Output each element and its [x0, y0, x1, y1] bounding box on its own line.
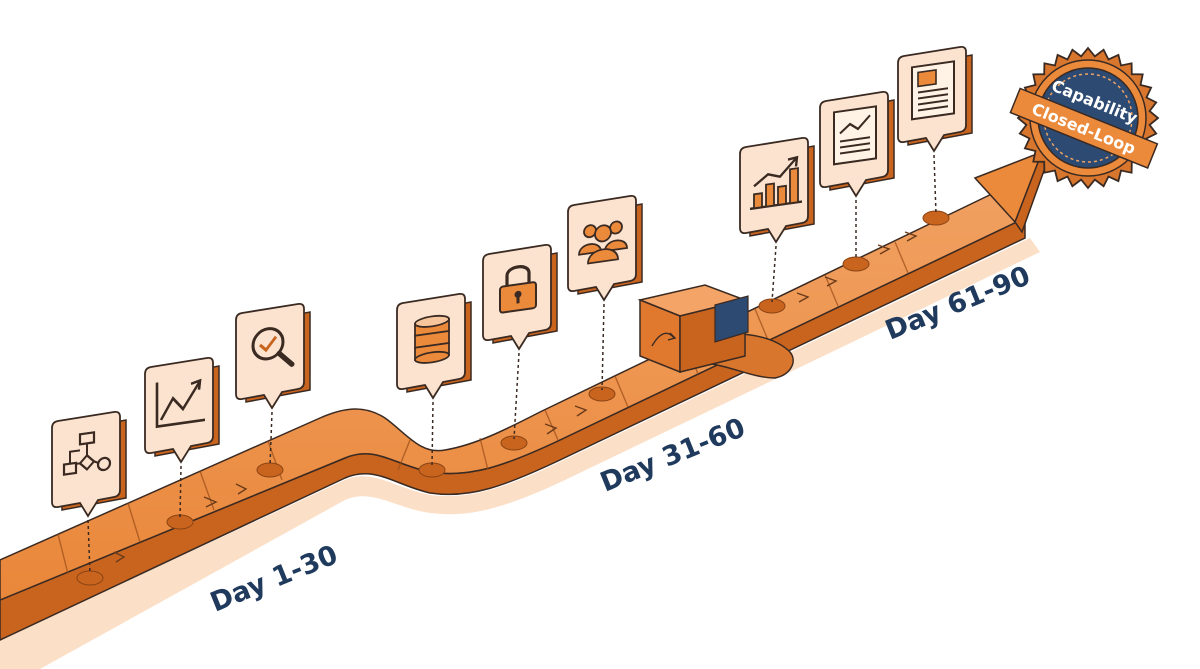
- milestone-report-chart: [819, 90, 895, 272]
- flowchart-icon: [62, 431, 112, 476]
- milestone-marker: [256, 462, 284, 478]
- gate-block-icon: [637, 284, 794, 379]
- milestone-panel: [897, 45, 973, 153]
- milestone-magnifier-check: [235, 302, 311, 478]
- milestone-marker: [588, 386, 616, 402]
- milestone-marker: [76, 570, 104, 586]
- milestone-padlock: [482, 243, 558, 451]
- bar-chart-icon: [750, 155, 802, 211]
- milestone-bar-chart: [739, 136, 815, 314]
- milestone-panel: [739, 136, 815, 244]
- milestone-panel: [144, 356, 220, 464]
- milestone-marker: [922, 210, 950, 226]
- milestone-marker: [500, 435, 528, 451]
- milestone-panel: [819, 90, 895, 198]
- line-chart-icon: [155, 378, 205, 429]
- milestone-marker: [166, 514, 194, 530]
- milestone-panel: [567, 194, 643, 302]
- milestone-panel: [396, 292, 472, 400]
- milestone-team: [567, 194, 643, 402]
- document-icon: [911, 60, 955, 121]
- milestone-panel: [482, 243, 558, 351]
- padlock-icon: [499, 265, 537, 314]
- milestone-marker: [758, 298, 786, 314]
- milestone-pole: [933, 154, 937, 215]
- milestone-marker: [418, 462, 446, 478]
- milestone-pole: [513, 352, 520, 440]
- report-chart-icon: [833, 105, 877, 166]
- database-icon: [414, 314, 450, 364]
- milestone-panel: [235, 302, 311, 410]
- timeline-track: [0, 149, 1047, 669]
- milestone-marker: [842, 256, 870, 272]
- milestone-panel: [51, 410, 127, 518]
- milestone-line-chart: [144, 356, 220, 530]
- milestone-flowchart: [51, 410, 127, 586]
- team-icon: [578, 220, 628, 265]
- capability-seal: Capability Closed-Loop: [1009, 46, 1160, 190]
- milestone-pole: [771, 245, 777, 303]
- milestone-pole: [179, 465, 182, 519]
- milestone-database: [396, 292, 472, 478]
- magnifier-check-icon: [251, 327, 295, 367]
- milestone-pole: [431, 401, 434, 467]
- milestone-document: [897, 45, 973, 226]
- milestone-pole: [601, 303, 605, 391]
